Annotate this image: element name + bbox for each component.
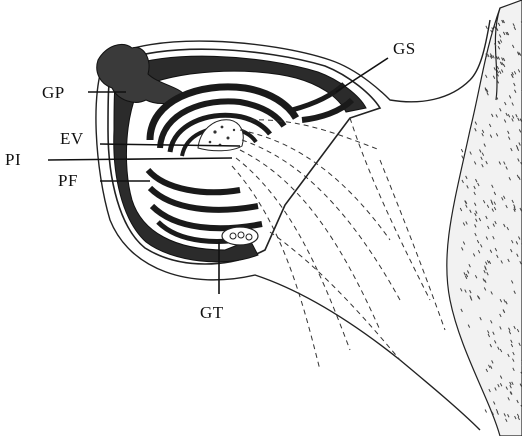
label-pi: PI	[5, 151, 21, 168]
stalk-tissue	[447, 0, 522, 436]
label-pf: PF	[58, 172, 78, 189]
label-ev: EV	[60, 130, 84, 147]
gland-tissue	[222, 227, 258, 245]
label-gs: GS	[393, 40, 416, 57]
label-gp: GP	[42, 84, 65, 101]
label-gt: GT	[200, 304, 224, 321]
